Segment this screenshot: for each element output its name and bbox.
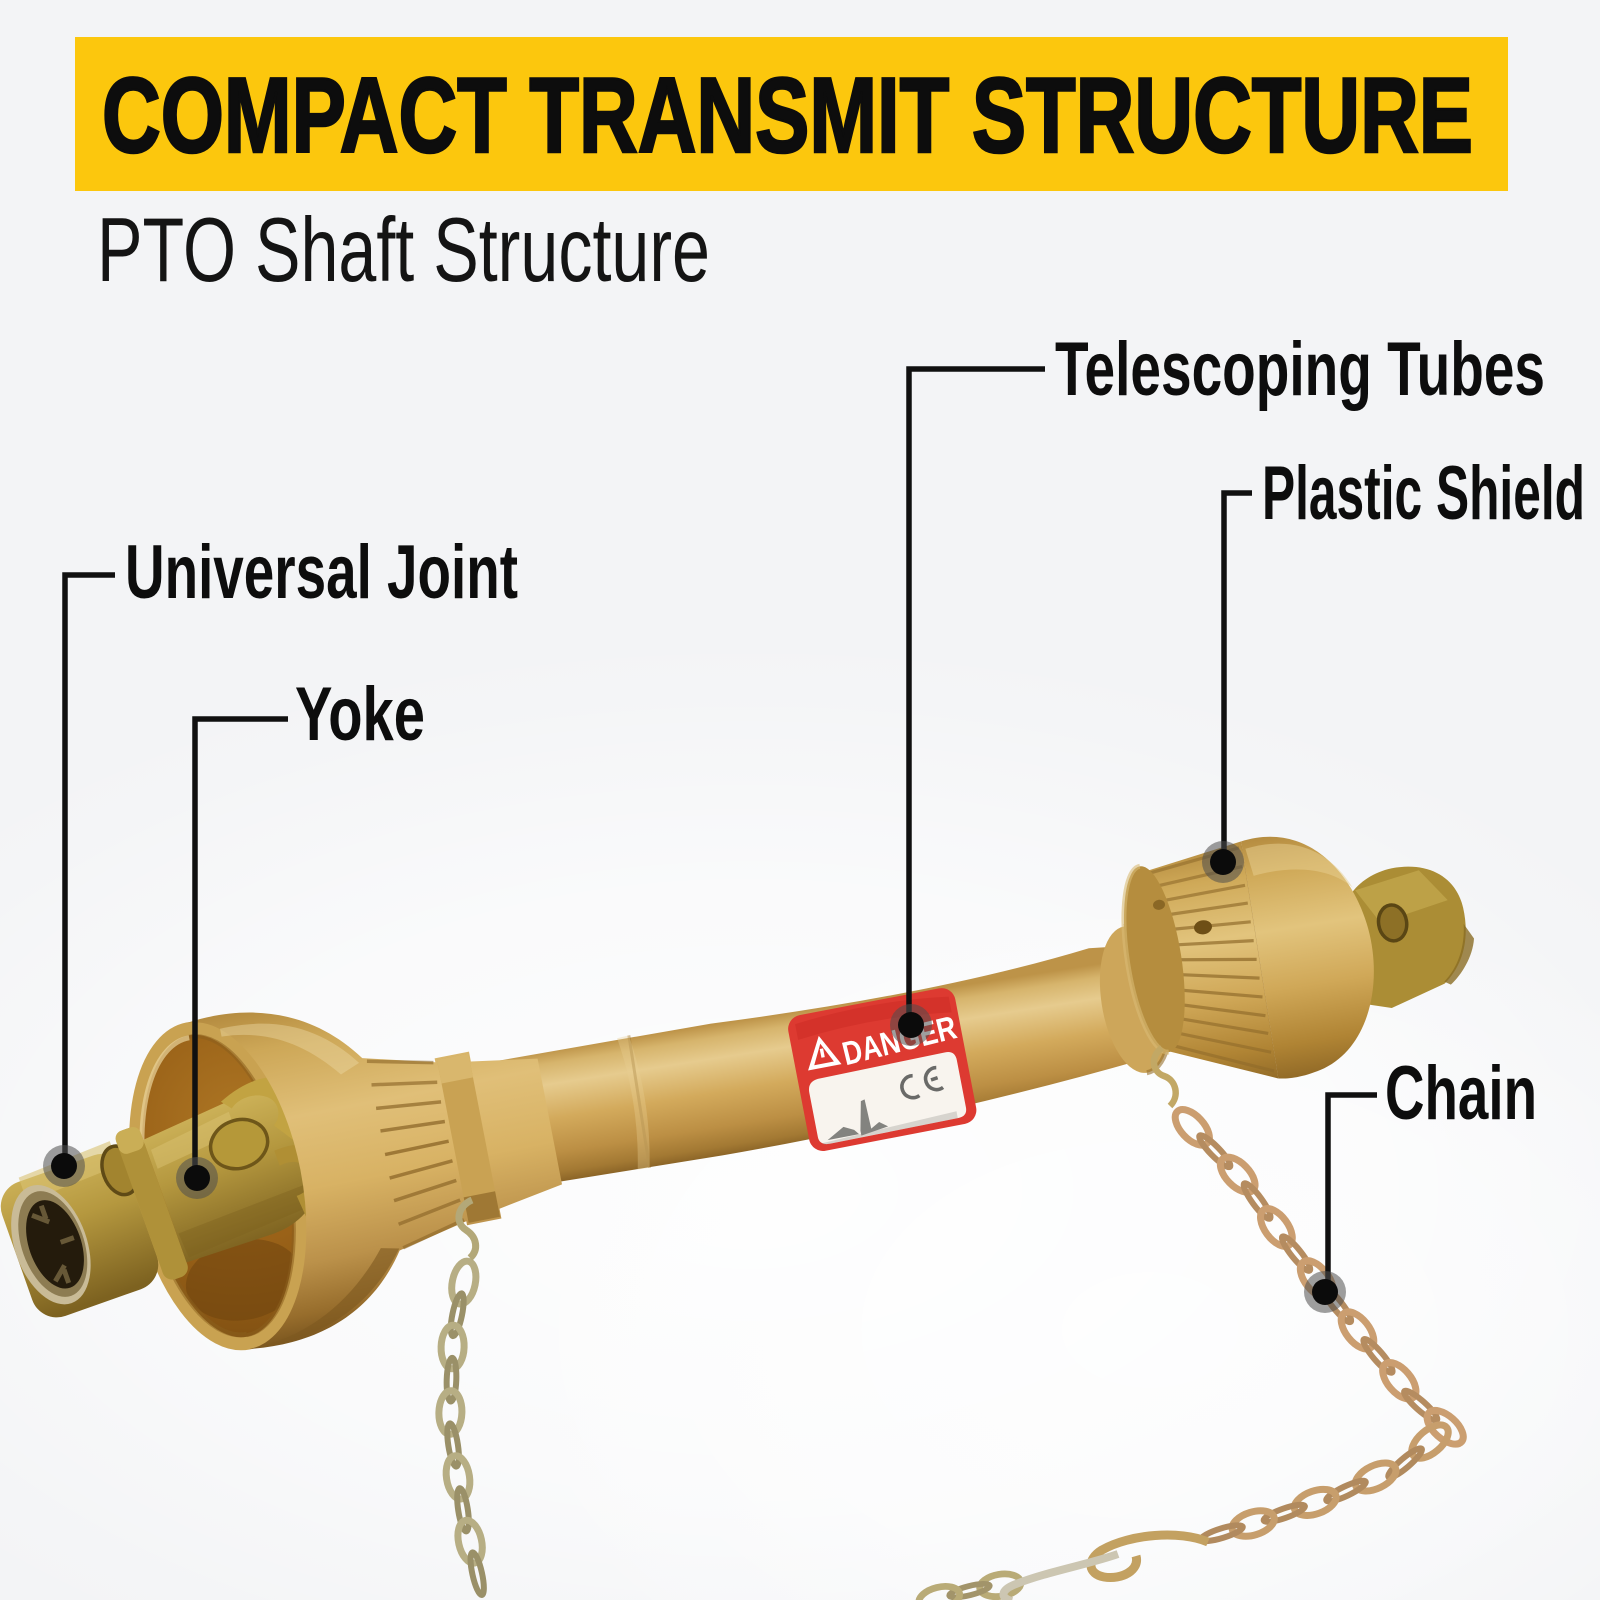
svg-text:PTO Shaft Structure: PTO Shaft Structure: [97, 200, 710, 301]
svg-text:Chain: Chain: [1385, 1051, 1537, 1136]
svg-text:Universal Joint: Universal Joint: [125, 530, 518, 615]
svg-text:Yoke: Yoke: [295, 672, 425, 757]
svg-text:Plastic Shield: Plastic Shield: [1262, 451, 1585, 536]
svg-text:COMPACT TRANSMIT STRUCTURE: COMPACT TRANSMIT STRUCTURE: [102, 55, 1473, 175]
svg-text:Telescoping Tubes: Telescoping Tubes: [1055, 327, 1545, 412]
